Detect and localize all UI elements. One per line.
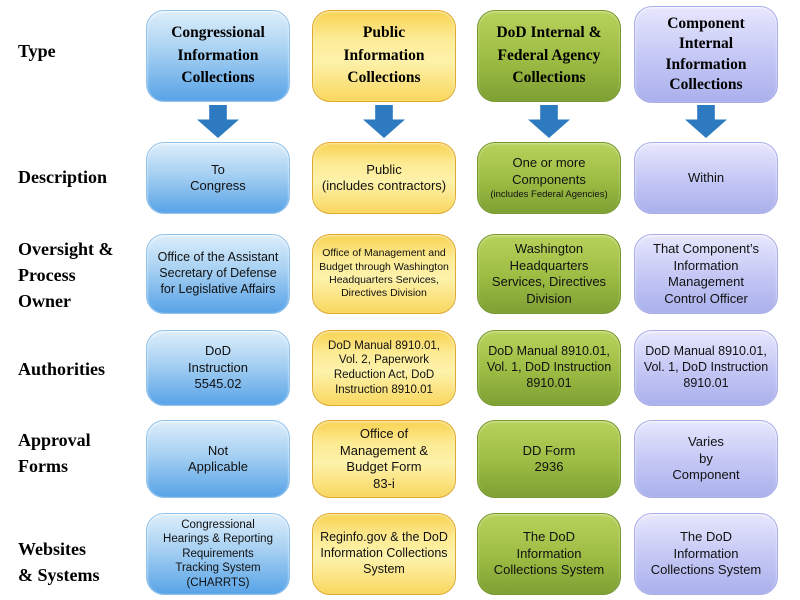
description-text: One or more Components — [512, 155, 586, 187]
websites-text: Congressional Hearings & Reporting Requi… — [163, 518, 273, 589]
approval-text: Varies by Component — [672, 434, 740, 483]
authorities-box-component-internal: DoD Manual 8910.01, Vol. 1, DoD Instruct… — [634, 330, 778, 406]
approval-box-dod-internal: DD Form 2936 — [477, 420, 621, 498]
down-arrow-icon — [685, 105, 727, 138]
authorities-text: DoD Manual 8910.01, Vol. 1, DoD Instruct… — [486, 344, 612, 390]
oversight-text: Office of the Assistant Secretary of Def… — [157, 250, 279, 296]
row-label-authorities: Authorities — [18, 359, 105, 379]
row-label-websites: Websites & Systems — [18, 539, 100, 585]
approval-text: DD Form 2936 — [522, 442, 576, 475]
type-box-public-label: Public Information Collections — [343, 24, 425, 87]
oversight-text: That Component’s Information Management … — [653, 241, 759, 306]
approval-text: Not Applicable — [188, 442, 248, 475]
description-note-text: (includes Federal Agencies) — [490, 189, 608, 201]
authorities-box-dod-internal: DoD Manual 8910.01, Vol. 1, DoD Instruct… — [477, 330, 621, 406]
type-box-public: Public Information Collections — [312, 10, 456, 102]
websites-text: Reginfo.gov & the DoD Information Collec… — [320, 530, 448, 576]
oversight-text: Office of Management and Budget through … — [319, 247, 449, 300]
oversight-box-dod-internal: Washington Headquarters Services, Direct… — [477, 234, 621, 314]
type-box-dod-internal-label: DoD Internal & Federal Agency Collection… — [496, 24, 602, 87]
description-box-public: Public (includes contractors) — [312, 142, 456, 214]
websites-text: The DoD Information Collections System — [493, 529, 605, 578]
row-label-oversight: Oversight & Process Owner — [18, 239, 114, 311]
authorities-text: DoD Manual 8910.01, Vol. 2, Paperwork Re… — [328, 339, 440, 396]
down-arrow-icon — [363, 105, 405, 138]
type-box-congressional: Congressional Information Collections — [146, 10, 290, 102]
websites-box-dod-internal: The DoD Information Collections System — [477, 513, 621, 595]
oversight-text: Washington Headquarters Services, Direct… — [491, 241, 607, 306]
row-label-description: Description — [18, 167, 107, 187]
down-arrow-icon — [197, 105, 239, 138]
approval-box-public: Office of Management & Budget Form 83-i — [312, 420, 456, 498]
approval-text: Office of Management & Budget Form 83-i — [339, 426, 429, 491]
authorities-box-public: DoD Manual 8910.01, Vol. 2, Paperwork Re… — [312, 330, 456, 406]
authorities-box-congressional: DoD Instruction 5545.02 — [146, 330, 290, 406]
oversight-box-congressional: Office of the Assistant Secretary of Def… — [146, 234, 290, 314]
websites-box-public: Reginfo.gov & the DoD Information Collec… — [312, 513, 456, 595]
websites-box-component-internal: The DoD Information Collections System — [634, 513, 778, 595]
description-text: To Congress — [190, 161, 246, 194]
description-text: Public (includes contractors) — [321, 161, 447, 194]
down-arrow-icon — [528, 105, 570, 138]
type-box-component-internal: Component Internal Information Collectio… — [634, 6, 778, 103]
type-box-congressional-label: Congressional Information Collections — [171, 24, 265, 87]
oversight-box-public: Office of Management and Budget through … — [312, 234, 456, 314]
row-label-approval: Approval Forms — [18, 430, 91, 476]
approval-box-congressional: Not Applicable — [146, 420, 290, 498]
description-text: Within — [687, 169, 725, 185]
authorities-text: DoD Instruction 5545.02 — [188, 343, 248, 392]
type-box-dod-internal: DoD Internal & Federal Agency Collection… — [477, 10, 621, 102]
type-box-component-internal-label: Component Internal Information Collectio… — [665, 14, 747, 93]
websites-text: The DoD Information Collections System — [650, 529, 762, 578]
authorities-text: DoD Manual 8910.01, Vol. 1, DoD Instruct… — [643, 344, 769, 390]
description-box-component-internal: Within — [634, 142, 778, 214]
row-label-type: Type — [18, 41, 56, 61]
approval-box-component-internal: Varies by Component — [634, 420, 778, 498]
description-box-dod-internal: One or more Components (includes Federal… — [477, 142, 621, 214]
oversight-box-component-internal: That Component’s Information Management … — [634, 234, 778, 314]
description-box-congressional: To Congress — [146, 142, 290, 214]
websites-box-congressional: Congressional Hearings & Reporting Requi… — [146, 513, 290, 595]
